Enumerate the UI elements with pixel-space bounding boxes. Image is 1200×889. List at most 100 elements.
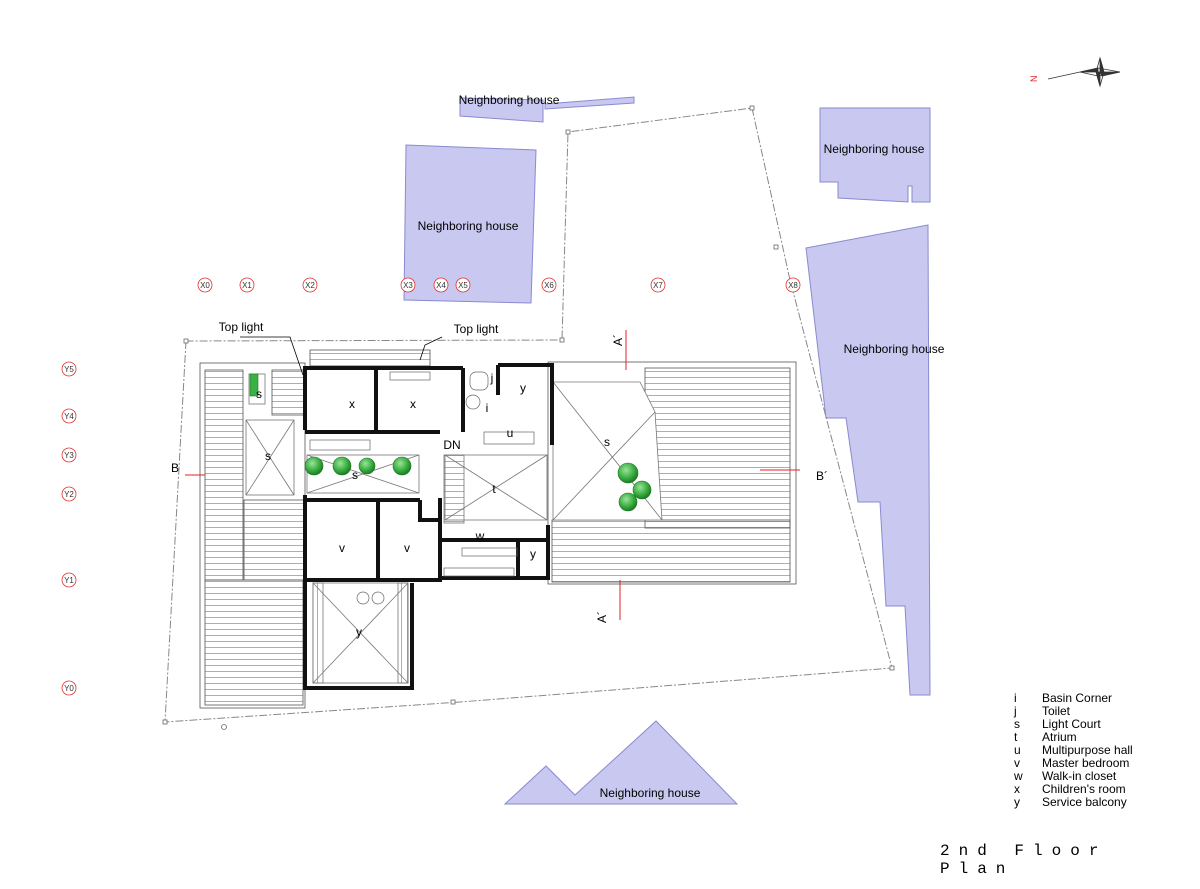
- legend-key: t: [1014, 730, 1018, 744]
- drawing-title: 2nd Floor Plan: [940, 842, 1108, 878]
- room-v-2: v: [404, 541, 410, 555]
- grid-y3: Y3: [64, 451, 74, 460]
- grid-x4: X4: [436, 281, 446, 290]
- tree: [392, 456, 412, 476]
- legend-text: Toilet: [1042, 704, 1071, 718]
- fixtures: [309, 371, 535, 605]
- tree: [304, 456, 324, 476]
- room-s-2: s: [265, 449, 271, 463]
- legend-key: u: [1014, 743, 1021, 757]
- room-y-1: y: [520, 381, 526, 395]
- legend-row: t Atrium: [1014, 731, 1133, 744]
- grid-y4: Y4: [64, 412, 74, 421]
- room-j: j: [490, 371, 494, 385]
- tree: [332, 456, 352, 476]
- neighbor-house-top-left: [459, 97, 544, 123]
- grid-x6: X6: [544, 281, 554, 290]
- room-s-3: s: [352, 468, 358, 482]
- legend-row: y Service balcony: [1014, 796, 1133, 809]
- room-y-2: y: [530, 547, 536, 561]
- tree: [358, 457, 376, 475]
- legend-key: x: [1014, 782, 1020, 796]
- room-i: i: [486, 401, 489, 415]
- boundary-markers: [162, 105, 895, 730]
- neighbor-house-bottom: [503, 720, 739, 805]
- grid-x3: X3: [403, 281, 413, 290]
- neighbor-labels: Neighboring house Neighboring house Neig…: [418, 93, 945, 800]
- legend-key: y: [1014, 795, 1020, 809]
- atrium-area: [443, 454, 548, 524]
- legend-text: Multipurpose hall: [1042, 743, 1133, 757]
- neighbor-houses: [403, 96, 931, 805]
- section-b-right: B´: [816, 469, 828, 483]
- grid-x0: X0: [200, 281, 210, 290]
- grid-x7: X7: [653, 281, 663, 290]
- room-letters: x x j i y u s s s s t v v w y y: [256, 371, 610, 639]
- neighbor-label-right: Neighboring house: [844, 342, 945, 356]
- neighbor-house-top-center: [403, 144, 537, 304]
- top-light-leaders: [240, 336, 443, 376]
- grid-x-markers: [197, 277, 801, 293]
- room-y-3: y: [356, 625, 362, 639]
- legend-text: Atrium: [1042, 730, 1077, 744]
- section-a-bottom: A´: [595, 611, 609, 623]
- top-light-label-right: Top light: [454, 322, 499, 336]
- section-b-left: B: [171, 461, 179, 475]
- legend-text: Basin Corner: [1042, 691, 1113, 705]
- grid-x1: X1: [242, 281, 252, 290]
- tree: [632, 480, 652, 500]
- neighbor-label-top-right: Neighboring house: [824, 142, 925, 156]
- compass-icon: [1047, 56, 1121, 88]
- walls: [303, 363, 554, 690]
- grid-x8: X8: [788, 281, 798, 290]
- top-light-label-left: Top light: [219, 320, 264, 334]
- drawing-labels: Top light Top light DN B B´ A´ A´: [171, 320, 828, 623]
- legend-key: i: [1014, 691, 1017, 705]
- light-court-right: [552, 381, 663, 521]
- legend-text: Master bedroom: [1042, 756, 1130, 770]
- neighbor-house-top-right: [819, 107, 931, 203]
- north-arrow: N: [1029, 56, 1121, 88]
- grid-y2: Y2: [64, 490, 74, 499]
- grid-x5: X5: [458, 281, 468, 290]
- north-label: N: [1029, 76, 1039, 83]
- section-lines: [185, 330, 800, 620]
- legend-key: w: [1014, 769, 1023, 783]
- down-stair-label: DN: [443, 438, 460, 452]
- grid-x2: X2: [305, 281, 315, 290]
- planter: [249, 373, 259, 397]
- legend-text: Walk-in closet: [1042, 769, 1117, 783]
- service-balcony-bottom: [312, 582, 409, 684]
- legend-row: x Children's room: [1014, 783, 1133, 796]
- legend-row: w Walk-in closet: [1014, 770, 1133, 783]
- grid-x-labels: X0 X1 X2 X3 X4 X5 X6 X7 X8: [200, 281, 798, 290]
- neighbor-label-bottom: Neighboring house: [600, 786, 701, 800]
- grid-y-markers: [61, 361, 77, 696]
- trees: [249, 373, 652, 512]
- room-x-2: x: [410, 397, 416, 411]
- room-x-1: x: [349, 397, 355, 411]
- legend-row: u Multipurpose hall: [1014, 744, 1133, 757]
- neighbor-house-top-left-strip: [544, 96, 635, 110]
- neighbor-label-top-center: Neighboring house: [418, 219, 519, 233]
- room-u: u: [507, 426, 514, 440]
- room-t: t: [492, 482, 496, 496]
- grid-y-labels: Y5 Y4 Y3 Y2 Y1 Y0: [64, 365, 74, 693]
- grid-y0: Y0: [64, 684, 74, 693]
- section-a-top: A´: [611, 334, 625, 346]
- tree: [618, 492, 638, 512]
- neighbor-house-right: [805, 224, 931, 696]
- legend-row: i Basin Corner: [1014, 692, 1133, 705]
- roof-decking: [199, 349, 797, 709]
- neighbor-label-top-left: Neighboring house: [459, 93, 560, 107]
- legend-text: Service balcony: [1042, 795, 1127, 809]
- legend-key: s: [1014, 717, 1020, 731]
- site-boundary: [164, 107, 893, 723]
- tree: [617, 462, 639, 484]
- legend-text: Children's room: [1042, 782, 1126, 796]
